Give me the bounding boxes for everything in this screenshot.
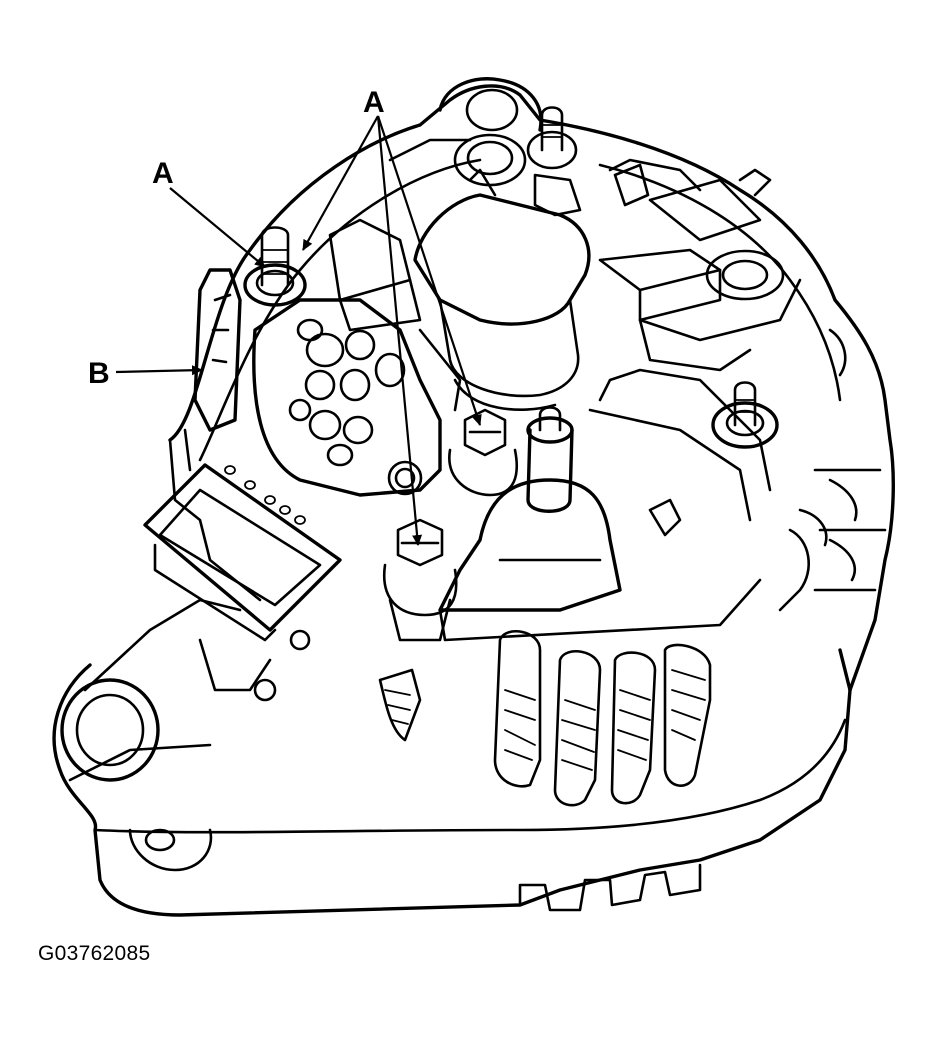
hex-bolt-lower: [382, 518, 458, 642]
top-mount-ear: [438, 77, 543, 187]
wire-bracket-b: [193, 268, 242, 432]
terminal-stud-right: [711, 381, 779, 449]
rectifier-heatsink: [252, 298, 442, 497]
callout-leaders: [115, 115, 482, 546]
voltage-regulator-cap: [413, 168, 591, 411]
leader-a-top-2: [376, 115, 482, 426]
callout-label-a-left: A: [152, 157, 174, 190]
leader-a-top-1: [302, 115, 379, 251]
leader-a-top-3: [376, 115, 423, 546]
leader-a-left: [169, 187, 266, 268]
callout-label-b: B: [88, 357, 110, 390]
figure-id: G03762085: [38, 942, 151, 965]
alternator-housing: [52, 84, 895, 917]
cooling-vents: [378, 468, 887, 807]
hex-bolt-center: [448, 408, 519, 497]
right-brush-holder: [598, 178, 802, 372]
terminal-stud-top: [526, 106, 582, 217]
callout-label-a-top: A: [363, 86, 385, 119]
terminal-stud-left: [243, 226, 307, 307]
end-frame-details: [328, 138, 772, 522]
rotor-shaft: [438, 406, 762, 642]
leader-b: [115, 365, 203, 376]
small-connector-right: [613, 163, 847, 612]
connector-plug: [143, 463, 342, 642]
